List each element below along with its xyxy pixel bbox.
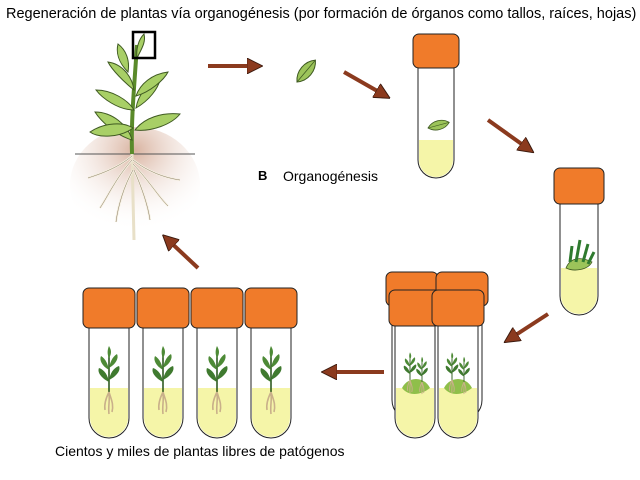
process-label: Organogénesis [283, 168, 378, 184]
test-tube-icon [190, 287, 244, 439]
plant-icon [70, 30, 200, 243]
test-tube-icon [244, 287, 298, 439]
test-tube-icon [553, 167, 605, 316]
test-tube-icon [412, 33, 460, 179]
tube-cluster [385, 271, 489, 439]
test-tube-icon [388, 289, 442, 439]
arrow-icon [166, 238, 200, 270]
arrow-icon [343, 70, 386, 96]
footer-caption: Cientos y miles de plantas libres de pat… [55, 443, 345, 459]
arrow-icon [508, 312, 550, 340]
test-tube-icon [431, 289, 485, 439]
test-tube-icon [82, 287, 136, 439]
leaf-icon [291, 55, 321, 87]
arrow-icon [486, 118, 530, 150]
diagram-title: Regeneración de plantas vía organogénesi… [6, 6, 637, 22]
test-tube-icon [136, 287, 190, 439]
plantlet-tube-row [82, 287, 298, 439]
panel-letter: B [258, 168, 268, 183]
